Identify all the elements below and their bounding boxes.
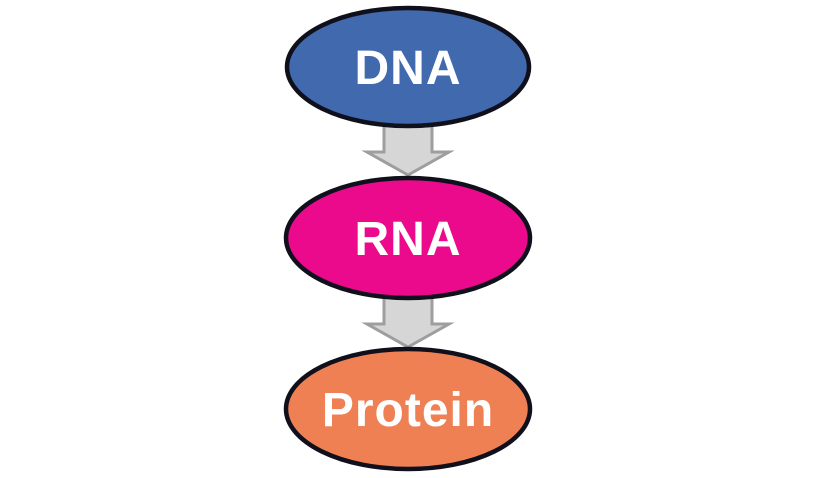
arrow-dna-to-rna-icon xyxy=(367,122,449,175)
dna-label: DNA xyxy=(355,42,462,95)
protein-ellipse xyxy=(283,346,533,472)
dna-node: DNA xyxy=(284,5,532,129)
arrow-rna-to-protein-icon xyxy=(367,294,449,347)
dna-ellipse xyxy=(284,5,532,129)
protein-node: Protein xyxy=(283,346,533,472)
rna-label: RNA xyxy=(355,213,462,266)
protein-label: Protein xyxy=(322,384,494,437)
rna-ellipse xyxy=(283,175,533,301)
rna-node: RNA xyxy=(283,175,533,301)
